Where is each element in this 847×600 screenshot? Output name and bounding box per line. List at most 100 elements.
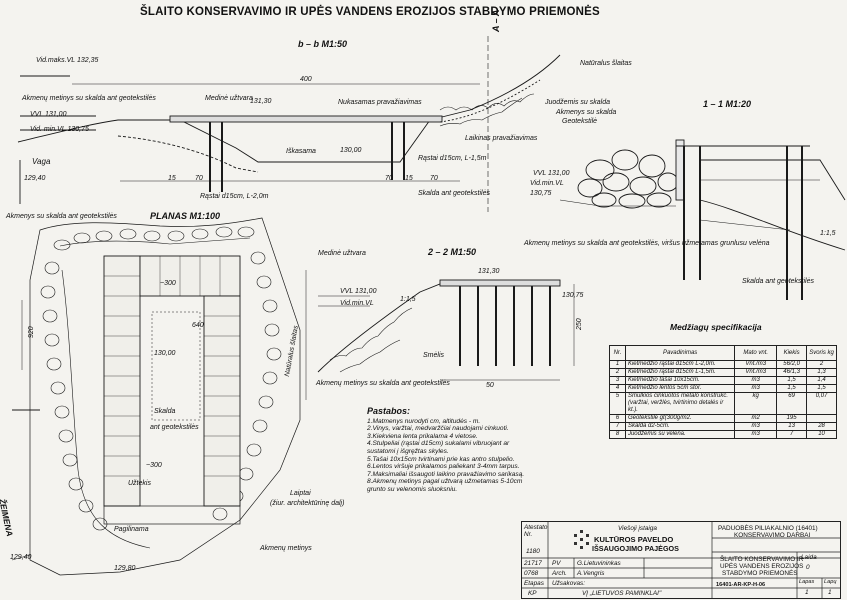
label-pagilinama: Pagilinama bbox=[114, 526, 149, 533]
dim-15a: 15 bbox=[168, 175, 176, 182]
spec-cell: m3 bbox=[734, 430, 778, 439]
tb-project-line1: PADUOBĖS PILIAKALNIO (16401) bbox=[718, 525, 818, 532]
label-akmenu-metinys-2: Akmenų metinys bbox=[260, 545, 312, 552]
label-skalda-geo-2: Skalda ant geotekstilės bbox=[742, 278, 814, 285]
label-skalda: Skalda bbox=[154, 408, 176, 415]
spec-header: Mato vnt. bbox=[734, 345, 778, 361]
spec-cell: m2 bbox=[734, 414, 778, 423]
spec-cell: m3 bbox=[734, 376, 778, 385]
note-item: 7.Maksimaliai išsaugoti laikino pravažia… bbox=[367, 470, 525, 478]
table-row: 5 Smulkios cinkuotos metalo konstrukc. (… bbox=[609, 392, 837, 415]
dim-129-80: 129,80 bbox=[114, 565, 136, 572]
spec-cell: Vnt./m3 bbox=[734, 360, 778, 369]
label-rastai-20: Rąstai d15cm, L-2,0m bbox=[200, 193, 269, 200]
spec-cell: Kietmedžio rąstai d15cm L-2,0m. bbox=[624, 360, 736, 369]
tb-code: 16401-AR-KP-H-06 bbox=[716, 582, 766, 588]
dim-130-00-b: 130,00 bbox=[154, 350, 176, 357]
spec-header: Pavadinimas bbox=[624, 345, 736, 361]
dim-slope-22: 1:1,5 bbox=[400, 296, 416, 303]
notes-heading: Pastabos: bbox=[367, 406, 411, 416]
spec-cell: 195 bbox=[776, 414, 808, 423]
tb-lapu-value: 1 bbox=[828, 589, 832, 596]
spec-cell: 4 bbox=[609, 384, 626, 393]
table-row: 7 Skalda d2-5cm. m3 13 28 bbox=[609, 422, 837, 431]
label-vvl: VVL 131,00 bbox=[30, 111, 67, 118]
spec-cell: Smulkios cinkuotos metalo konstrukc. (va… bbox=[624, 392, 736, 415]
label-vid-min-3: Vid.min.VL bbox=[340, 300, 374, 307]
tb-laida-label: Laida bbox=[801, 554, 817, 561]
spec-cell: 1,4 bbox=[806, 376, 837, 385]
spec-header: Nr. bbox=[609, 345, 626, 361]
plan-label: PLANAS M1:100 bbox=[150, 211, 221, 221]
spec-cell: 10 bbox=[806, 430, 837, 439]
spec-cell: 5 bbox=[609, 392, 626, 415]
label-vid-maks: Vid.maks.VL 132,35 bbox=[36, 57, 99, 64]
label-akmenu-metinys-3: Akmenų metinys su skalda ant geotekstilė… bbox=[316, 380, 450, 387]
dim-70a: 70 bbox=[195, 175, 203, 182]
spec-cell: Geotekstilė gt(300g/m2. bbox=[624, 414, 736, 423]
label-vaga: Vaga bbox=[32, 157, 51, 166]
note-item: 8.Akmenų metinys pagal užtvarą užmetamas… bbox=[367, 478, 523, 486]
label-vvl-2: VVL 131,00 bbox=[533, 170, 570, 177]
label-ziur-arch: (žiur. architektūrinę dalį) bbox=[270, 500, 345, 507]
label-akmenys-geo: Akmenys su skalda ant geotekstilės bbox=[6, 213, 117, 220]
spec-cell: 1,5 bbox=[776, 376, 808, 385]
table-row: 1 Kietmedžio rąstai d15cm L-2,0m. Vnt./m… bbox=[609, 360, 837, 369]
spec-cell: 69 bbox=[776, 392, 808, 415]
section-aa-label: A – A bbox=[491, 9, 501, 32]
tb-atestato-label: Atestato Nr. bbox=[524, 524, 548, 538]
dim-300b: ~300 bbox=[146, 462, 162, 469]
tb-num2: 0768 bbox=[524, 570, 539, 577]
spec-cell bbox=[806, 414, 837, 423]
dim-130-00: 130,00 bbox=[340, 147, 362, 154]
dim-131-30-b: 131,30 bbox=[478, 268, 500, 275]
label-laikinas: Laikinas pravažiavimas bbox=[465, 135, 538, 142]
spec-cell: 3 bbox=[609, 376, 626, 385]
spec-cell: 28 bbox=[806, 422, 837, 431]
label-medine-uztvara-2: Medinė užtvara bbox=[318, 250, 366, 257]
spec-cell: Skalda d2-5cm. bbox=[624, 422, 736, 431]
label-akmenu-metinys: Akmenų metinys su skalda ant geotekstilė… bbox=[22, 95, 156, 102]
spec-cell: 13 bbox=[776, 422, 808, 431]
label-nukasamas: Nukasamas pravažiavimas bbox=[338, 99, 422, 106]
dim-slope-11: 1:1,5 bbox=[820, 230, 836, 237]
tb-lapas-label: Lapas bbox=[799, 579, 815, 585]
tb-name2: A.Vengris bbox=[577, 570, 605, 577]
spec-header: Kiekis bbox=[776, 345, 808, 361]
dim-130-75-b: 130,75 bbox=[562, 292, 584, 299]
spec-header-row: Nr. Pavadinimas Mato vnt. Kiekis Svoris … bbox=[609, 345, 837, 361]
dim-300a: ~300 bbox=[160, 280, 176, 287]
label-vvl-3: VVL 131,00 bbox=[340, 288, 377, 295]
spec-cell: 1 bbox=[609, 360, 626, 369]
tb-atestato-nr: 1180 bbox=[526, 548, 540, 555]
spec-cell: Kietmedžio tašai 10x15cm. bbox=[624, 376, 736, 385]
tb-role1: PV bbox=[552, 560, 561, 567]
note-item: 4.Stulpeliai (rąstai d15cm) sukalami vib… bbox=[367, 440, 510, 448]
spec-cell: Vnt./m3 bbox=[734, 368, 778, 377]
dim-129-40-b: 129,40 bbox=[10, 554, 32, 561]
tb-etapas-label: Etapas bbox=[524, 580, 544, 587]
dim-920: 920 bbox=[28, 326, 35, 338]
tb-lapas-value: 1 bbox=[805, 589, 809, 596]
tb-drawing-line2: UPĖS VANDENS EROZIJOS bbox=[720, 563, 804, 570]
spec-cell: m3 bbox=[734, 422, 778, 431]
table-row: 3 Kietmedžio tašai 10x15cm. m3 1,5 1,4 bbox=[609, 376, 837, 385]
tb-project-line2: KONSERVAVIMO DARBAI bbox=[734, 532, 811, 539]
spec-cell: Kietmedžio lentos 5cm stor. bbox=[624, 384, 736, 393]
section-22-label: 2 – 2 M1:50 bbox=[428, 247, 477, 257]
label-iskasama: Iškasama bbox=[286, 148, 316, 155]
spec-cell: Juodžemis su velėna. bbox=[624, 430, 736, 439]
label-smelis: Smėlis bbox=[423, 352, 445, 359]
spec-cell: m3 bbox=[734, 384, 778, 393]
tb-org-line1: KULTŪROS PAVELDO bbox=[594, 535, 674, 544]
tb-etapas-value: KP bbox=[528, 590, 537, 597]
dim-400: 400 bbox=[300, 76, 312, 83]
tb-lapu-label: Lapų bbox=[824, 579, 837, 585]
spec-title: Medžiagų specifikacija bbox=[670, 322, 762, 332]
tb-num1: 21717 bbox=[524, 560, 542, 567]
heritage-logo-icon bbox=[574, 530, 589, 549]
table-row: 4 Kietmedžio lentos 5cm stor. m3 1,5 1,5 bbox=[609, 384, 837, 393]
spec-cell: 7 bbox=[609, 422, 626, 431]
tb-uzsakovas-label: Užsakovas: bbox=[552, 580, 586, 587]
